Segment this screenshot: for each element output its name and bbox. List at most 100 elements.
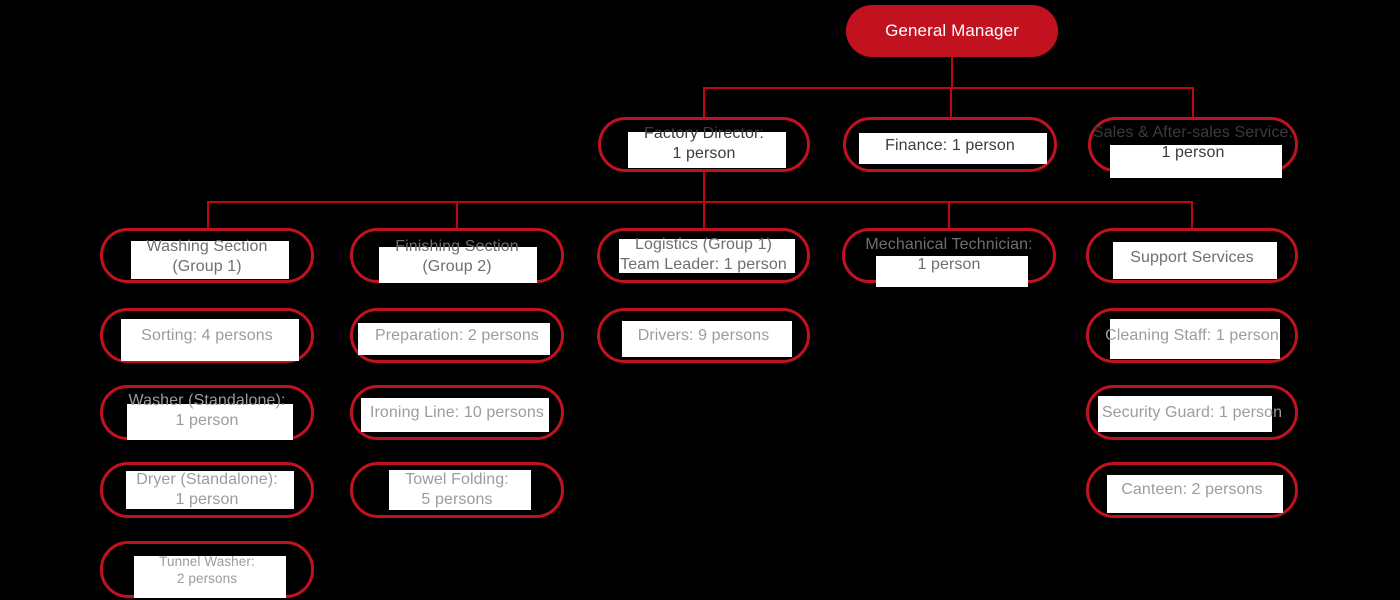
- connector-line-vertical: [703, 201, 705, 228]
- node-label: Factory Director: 1 person: [601, 124, 807, 164]
- node-label-line: (Group 1): [172, 258, 242, 275]
- org-node-factory-director: Factory Director: 1 person: [598, 117, 810, 172]
- node-label-background: [1110, 145, 1282, 178]
- connector-line-vertical: [951, 57, 953, 87]
- connector-line-horizontal: [703, 87, 1194, 89]
- node-label-line: Finishing Section: [395, 238, 519, 255]
- node-label: Finishing Section (Group 2): [353, 237, 561, 277]
- org-node-canteen: Canteen: 2 persons: [1086, 462, 1298, 518]
- org-node-washing-section: Washing Section (Group 1): [100, 228, 314, 283]
- node-label-background: [127, 404, 293, 440]
- node-label: Sales & After-sales Service:1 person: [1091, 123, 1295, 163]
- node-label-line: Tunnel Washer:: [159, 554, 255, 569]
- node-label-line: Factory Director:: [644, 125, 764, 142]
- org-node-sales-after-sales: Sales & After-sales Service:1 person: [1088, 117, 1298, 178]
- node-label: Drivers: 9 persons: [600, 326, 807, 346]
- connector-line-vertical: [1191, 201, 1193, 228]
- node-label-line: (Group 2): [422, 258, 492, 275]
- org-node-drivers: Drivers: 9 persons: [597, 308, 810, 363]
- connector-line-vertical: [1192, 87, 1194, 117]
- node-label: Dryer (Standalone): 1 person: [103, 470, 311, 510]
- node-label-background: [126, 471, 294, 509]
- org-node-sorting: Sorting: 4 persons: [100, 308, 314, 363]
- node-label-background: [1098, 396, 1272, 432]
- node-label-line: 5 persons: [421, 491, 493, 508]
- node-label-background: [134, 556, 286, 598]
- node-label-line: 2 persons: [176, 571, 238, 586]
- node-label-background: [1107, 475, 1283, 513]
- node-label-background: [618, 239, 795, 273]
- node-label-line: Dryer (Standalone):: [136, 471, 278, 488]
- node-label-background: [1110, 319, 1280, 359]
- node-label: Mechanical Technician: 1 person: [845, 235, 1053, 275]
- node-label-line: Mechanical Technician:: [865, 236, 1033, 253]
- node-label: Cleaning Staff: 1 person: [1089, 326, 1295, 346]
- node-label-background: [876, 256, 1028, 287]
- connector-line-vertical: [948, 201, 950, 228]
- node-label: Finance: 1 person: [846, 136, 1054, 156]
- node-label: Ironing Line: 10 persons: [353, 403, 561, 423]
- node-label: Security Guard: 1 person: [1089, 403, 1295, 423]
- node-label-line: Canteen: 2 persons: [1121, 481, 1263, 498]
- node-label-line: Sorting: 4 persons: [141, 327, 273, 344]
- org-node-washer-standalone: Washer (Standalone): 1 person: [100, 385, 314, 440]
- node-label-background: [361, 398, 549, 432]
- org-node-support-services: Support Services: [1086, 228, 1298, 283]
- node-label-line: Washing Section: [146, 238, 268, 255]
- node-label-background: [859, 133, 1047, 164]
- node-label-line: Towel Folding:: [405, 471, 509, 488]
- org-node-preparation: Preparation: 2 persons: [350, 308, 564, 363]
- connector-line-horizontal: [207, 201, 1193, 203]
- connector-line-vertical: [950, 87, 952, 117]
- node-label-background: [621, 321, 792, 357]
- node-label-line: Drivers: 9 persons: [637, 327, 770, 344]
- org-node-dryer-standalone: Dryer (Standalone): 1 person: [100, 462, 314, 518]
- org-node-logistics: Logistics (Group 1) Team Leader: 1 person: [597, 228, 810, 283]
- node-label-line: Washer (Standalone):: [128, 392, 286, 409]
- node-label: Washing Section (Group 1): [103, 237, 311, 277]
- node-label: Support Services: [1089, 248, 1295, 268]
- node-label-background: [628, 132, 786, 168]
- node-label: Washer (Standalone): 1 person: [103, 391, 311, 431]
- node-label-background: [358, 323, 550, 355]
- node-label-line: Support Services: [1130, 249, 1254, 266]
- org-node-finishing-section: Finishing Section (Group 2): [350, 228, 564, 283]
- node-label-line: Logistics (Group 1): [634, 236, 773, 253]
- node-label-line: 1 person: [672, 145, 736, 162]
- node-label-background: [389, 470, 531, 510]
- node-label-line: Preparation: 2 persons: [374, 327, 540, 344]
- node-label-background: [121, 319, 299, 361]
- node-label-line: 1 person: [175, 412, 239, 429]
- node-label: General Manager: [846, 21, 1058, 41]
- connector-line-vertical: [703, 87, 705, 117]
- node-label-line: 1 person: [917, 256, 981, 273]
- org-node-mechanical-technician: Mechanical Technician: 1 person: [842, 228, 1056, 287]
- node-label: Logistics (Group 1) Team Leader: 1 person: [600, 235, 807, 275]
- org-node-finance: Finance: 1 person: [843, 117, 1057, 172]
- org-node-tunnel-washer: Tunnel Washer: 2 persons: [100, 541, 314, 598]
- node-label-line: Finance: 1 person: [885, 137, 1015, 154]
- node-label-line: 1 person: [175, 491, 239, 508]
- node-label: Towel Folding: 5 persons: [353, 470, 561, 510]
- node-label-line: Team Leader: 1 person: [620, 256, 787, 273]
- org-node-general-manager: General Manager: [846, 5, 1058, 57]
- org-node-towel-folding: Towel Folding: 5 persons: [350, 462, 564, 518]
- node-label-background: [1113, 242, 1277, 279]
- connector-line-vertical: [456, 201, 458, 228]
- node-label-line: Cleaning Staff: 1 person: [1105, 327, 1279, 344]
- org-node-ironing-line: Ironing Line: 10 persons: [350, 385, 564, 440]
- node-label-line: Security Guard: 1 person: [1101, 404, 1283, 421]
- org-node-security-guard: Security Guard: 1 person: [1086, 385, 1298, 440]
- node-label: Preparation: 2 persons: [353, 326, 561, 346]
- org-node-cleaning-staff: Cleaning Staff: 1 person: [1086, 308, 1298, 363]
- node-label: Sorting: 4 persons: [103, 326, 311, 346]
- connector-line-vertical: [703, 172, 705, 202]
- node-label-background: [131, 241, 289, 279]
- node-label-line: 1 person: [1161, 144, 1225, 161]
- node-label: Canteen: 2 persons: [1089, 480, 1295, 500]
- node-label-background: [379, 247, 537, 283]
- node-label: Tunnel Washer: 2 persons: [103, 553, 311, 587]
- node-label-line: Ironing Line: 10 persons: [369, 404, 545, 421]
- node-label-line: General Manager: [885, 21, 1019, 40]
